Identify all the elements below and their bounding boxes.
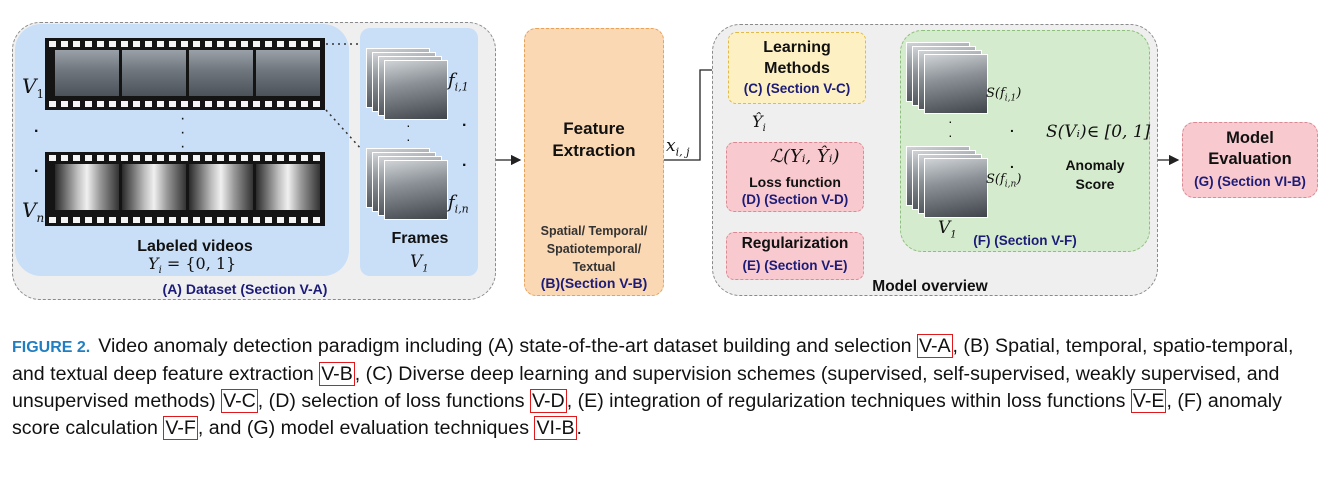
learning-section-label: (C) (Section V-C) bbox=[743, 81, 851, 96]
feature-types-label: Spatial/ Temporal/Spatiotemporal/Textual bbox=[540, 224, 648, 274]
video-filmstrip-vn bbox=[45, 152, 325, 226]
regularization-section-label: (E) (Section V-E) bbox=[742, 258, 848, 273]
caption-text: , (F) anomaly score calculation bbox=[12, 390, 1282, 439]
dataset-section-label: (A) Dataset (Section V-A) bbox=[162, 281, 328, 297]
ref-link-v-d[interactable]: V-D bbox=[530, 389, 567, 413]
ref-link-vi-b[interactable]: VI-B bbox=[534, 416, 577, 440]
caption-text: , (D) selection of loss functions bbox=[257, 390, 531, 412]
frames-label: Frames bbox=[391, 230, 449, 247]
video-v1-label: V1 bbox=[22, 74, 45, 101]
caption-text: Video anomaly detection paradigm includi… bbox=[98, 335, 917, 357]
score-s-fi1: S(fi,1) bbox=[986, 86, 1022, 104]
score-frame-stack-bottom bbox=[906, 146, 996, 226]
feature-extraction-box bbox=[524, 28, 664, 296]
vertical-dots: .. bbox=[34, 119, 39, 176]
figure-number: FIGURE 2. bbox=[12, 339, 91, 356]
caption-text: , (B) Spatial, temporal, spatio-temporal… bbox=[12, 335, 1294, 385]
model-overview-title: Model overview bbox=[872, 278, 988, 295]
video-vn-label: Vn bbox=[22, 198, 45, 225]
frame-stack-bottom bbox=[366, 148, 456, 228]
video-score-formula: S(Vᵢ)∈ [0, 1] bbox=[1046, 122, 1151, 142]
regularization-box bbox=[726, 232, 864, 280]
ref-link-v-c[interactable]: V-C bbox=[221, 389, 258, 413]
evaluation-section-label: (G) (Section VI-B) bbox=[1194, 174, 1306, 189]
caption-text: , (C) Diverse deep learning and supervis… bbox=[12, 363, 1280, 412]
y-hat-label: Ŷi bbox=[752, 112, 766, 135]
score-s-fin: S(fi,n) bbox=[986, 172, 1022, 190]
frame-f-i1: fi,1 bbox=[448, 70, 469, 94]
caption-text: , (E) integration of regularization tech… bbox=[566, 390, 1131, 412]
frame-stack-top bbox=[366, 48, 456, 128]
caption-text: . bbox=[576, 417, 582, 439]
ref-link-v-f[interactable]: V-F bbox=[163, 416, 198, 440]
score-section-label: (F) (Section V-F) bbox=[973, 233, 1077, 248]
ref-link-v-a[interactable]: V-A bbox=[916, 334, 953, 358]
labeled-videos-label: Labeled videos bbox=[137, 238, 253, 255]
score-frame-dots: ·· bbox=[948, 113, 953, 143]
loss-formula: ℒ(Yᵢ, Ŷᵢ) bbox=[770, 146, 840, 167]
x-ij-label: xi, j bbox=[666, 136, 690, 159]
loss-section-label: (D) (Section V-D) bbox=[741, 192, 849, 207]
ref-link-v-b[interactable]: V-B bbox=[319, 362, 355, 386]
frame-f-in: fi,n bbox=[448, 192, 469, 216]
loss-function-box bbox=[726, 142, 864, 212]
caption-text: , and (G) model evaluation techniques bbox=[197, 417, 535, 439]
loss-function-label: Loss function bbox=[749, 174, 841, 190]
labels-equation: Yi = {0, 1} bbox=[148, 254, 237, 277]
frames-v1: V1 bbox=[410, 252, 429, 275]
score-v1-label: V1 bbox=[938, 218, 957, 241]
frame-dots-right: .. bbox=[462, 113, 467, 170]
score-frame-stack-top bbox=[906, 42, 996, 122]
ref-link-v-e[interactable]: V-E bbox=[1130, 389, 1167, 413]
score-dots: .. bbox=[1010, 119, 1014, 171]
frame-dots: ·· bbox=[406, 117, 411, 147]
regularization-label: Regularization bbox=[741, 235, 849, 252]
middle-dots: ··· bbox=[180, 110, 186, 155]
model-evaluation-box bbox=[1182, 122, 1318, 198]
feature-section-label: (B)(Section V-B) bbox=[540, 275, 648, 291]
figure-caption: FIGURE 2. Video anomaly detection paradig… bbox=[12, 333, 1328, 442]
video-filmstrip-v1 bbox=[45, 38, 325, 110]
learning-methods-box bbox=[728, 32, 866, 104]
